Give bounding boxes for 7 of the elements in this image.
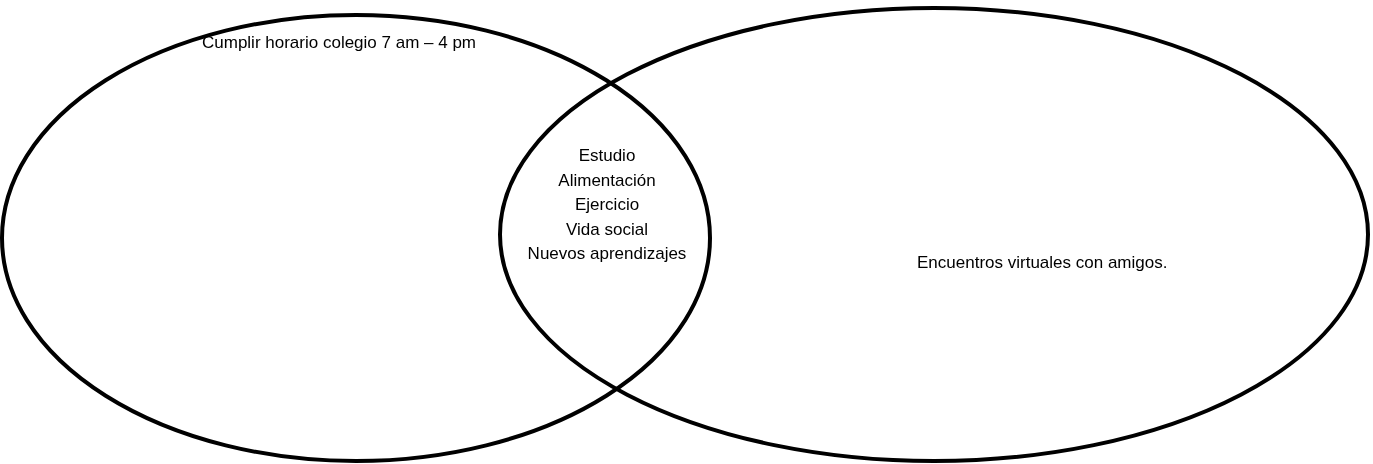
set-label: Encuentros virtuales con amigos. bbox=[917, 253, 1168, 273]
overlap-item: Ejercicio bbox=[573, 195, 641, 215]
overlap-item: Alimentación bbox=[557, 170, 657, 191]
overlap-item: Vida social bbox=[565, 219, 649, 240]
set-label: Cumplir horario colegio 7 am – 4 pm bbox=[202, 33, 476, 53]
overlap-item: Estudio bbox=[577, 146, 637, 166]
overlap-item: Nuevos aprendizajes bbox=[526, 244, 688, 264]
